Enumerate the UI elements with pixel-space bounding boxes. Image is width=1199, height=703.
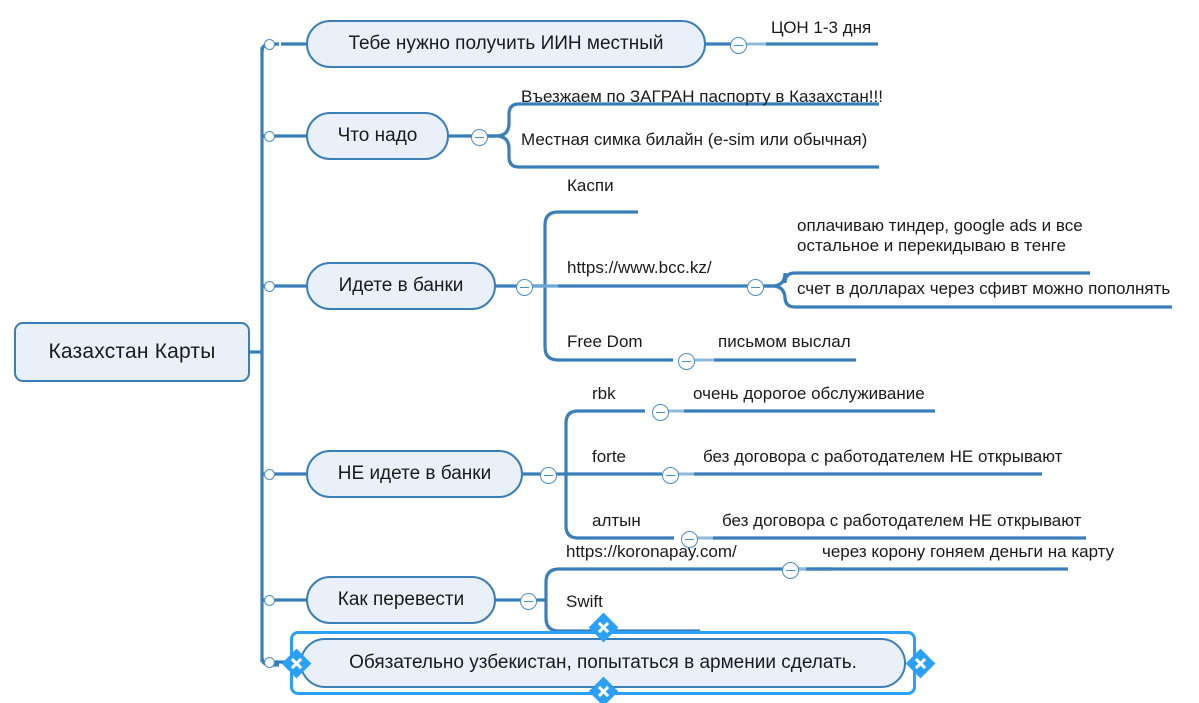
leaf-label-pismom-vyslal: письмом выслал — [718, 332, 851, 351]
branch-connector-dot-nebanki[interactable] — [264, 469, 275, 480]
leaf-label-korona-note: через корону гоняем деньги на карту — [822, 542, 1115, 561]
branch-node-kak-perevesti[interactable]: Как перевести — [306, 576, 496, 624]
leaf-label-bcc-schet: счет в долларах через сфивт можно пополн… — [797, 279, 1171, 298]
minus-icon-free-dom[interactable] — [678, 353, 695, 370]
topic-label-bcc: https://www.bcc.kz/ — [567, 258, 712, 277]
branch-connector-dot-perevod[interactable] — [264, 595, 275, 606]
branch-node-idete-v-banki[interactable]: Идете в банки — [306, 262, 496, 310]
minus-icon-forte[interactable] — [662, 467, 679, 484]
topic-label-forte: forte — [592, 447, 627, 466]
branch-node-chto-nado-label: Что надо — [337, 125, 418, 146]
minus-icon-idete-v-banki[interactable] — [516, 279, 533, 296]
leaf-label-kaspi: Каспи — [567, 176, 614, 195]
leaf-label-bcc-oplachivayu: оплачиваю тиндер, google ads и все остал… — [797, 216, 1083, 256]
leaf-label-simka: Местная симка билайн (e-sim или обычная) — [521, 130, 868, 149]
root-node[interactable]: Казахстан Карты — [14, 322, 250, 382]
topic-label-altyn: алтын — [592, 511, 641, 530]
branch-connector-dot-uzbek[interactable] — [264, 657, 275, 668]
branch-node-idete-v-banki-label: Идете в банки — [338, 275, 464, 296]
minus-icon-bcc[interactable] — [747, 279, 764, 296]
minus-icon-iin[interactable] — [730, 37, 747, 54]
branch-node-iin[interactable]: Тебе нужно получить ИИН местный — [306, 20, 706, 68]
root-node-label: Казахстан Карты — [48, 340, 216, 363]
branch-connector-dot-banki[interactable] — [264, 281, 275, 292]
topic-label-koronapay: https://koronapay.com/ — [566, 542, 737, 561]
branch-node-ne-idete-v-banki-label: НЕ идете в банки — [337, 463, 492, 484]
branch-node-uzbekistan-label: Обязательно узбекистан, попытаться в арм… — [349, 652, 857, 673]
branch-node-iin-label: Тебе нужно получить ИИН местный — [348, 33, 664, 54]
branch-node-ne-idete-v-banki[interactable]: НЕ идете в банки — [306, 450, 523, 498]
leaf-label-zagran: Въезжаем по ЗАГРАН паспорту в Казахстан!… — [521, 87, 883, 106]
leaf-label-swift: Swift — [566, 592, 603, 611]
minus-icon-kak-perevesti[interactable] — [520, 593, 537, 610]
leaf-label-forte-note: без договора с работодателем НЕ открываю… — [703, 447, 1063, 466]
minus-icon-chto-nado[interactable] — [471, 129, 488, 146]
minus-icon-altyn[interactable] — [681, 531, 698, 548]
branch-connector-dot-chto[interactable] — [264, 131, 275, 142]
minus-icon-koronapay[interactable] — [782, 562, 799, 579]
leaf-label-altyn-note: без договора с работодателем НЕ открываю… — [722, 511, 1082, 530]
minus-icon-rbk[interactable] — [652, 404, 669, 421]
topic-label-free-dom: Free Dom — [567, 332, 643, 351]
branch-node-kak-perevesti-label: Как перевести — [337, 589, 465, 610]
branch-node-chto-nado[interactable]: Что надо — [306, 112, 449, 160]
branch-connector-dot-iin[interactable] — [264, 39, 275, 50]
leaf-label-con: ЦОН 1-3 дня — [771, 18, 872, 37]
leaf-label-rbk-note: очень дорогое обслуживание — [693, 384, 925, 403]
topic-label-rbk: rbk — [592, 384, 616, 403]
minus-icon-ne-idete-v-banki[interactable] — [540, 467, 557, 484]
